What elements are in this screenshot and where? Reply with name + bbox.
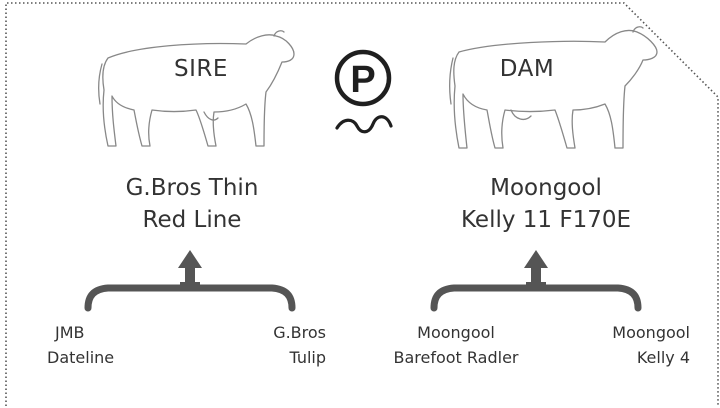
sire-cow-icon	[98, 30, 295, 147]
sire-name-line-2: Red Line	[142, 207, 242, 233]
dam-name-line-1: Moongool	[490, 175, 602, 201]
sire-name: G.Bros Thin Red Line	[92, 172, 292, 236]
svg-text:P: P	[350, 59, 375, 101]
sire-ancestor-right: G.Bros Tulip	[246, 320, 326, 370]
sire-role-label: SIRE	[174, 56, 228, 82]
dam-ancestor-right-line-2: Kelly 4	[636, 348, 690, 367]
dam-role-label: DAM	[499, 56, 555, 82]
sire-ancestor-left: JMB Dateline	[47, 320, 114, 370]
sire-name-line-1: G.Bros Thin	[125, 175, 259, 201]
dam-cow-icon	[449, 26, 658, 149]
sire-ancestor-left-line-1: JMB	[55, 323, 85, 342]
dam-brace-arrow-icon	[430, 250, 642, 312]
sire-ancestor-right-line-1: G.Bros	[273, 323, 326, 342]
dam-ancestor-left: Moongool Barefoot Radler	[386, 320, 526, 370]
sire-ancestor-right-line-2: Tulip	[289, 348, 326, 367]
dam-name-line-2: Kelly 11 F170E	[460, 207, 632, 233]
sire-brace-arrow-icon	[84, 250, 296, 312]
sire-ancestor-left-line-2: Dateline	[47, 348, 115, 367]
polled-p-icon: P	[334, 49, 393, 134]
dam-ancestor-left-line-1: Moongool	[417, 323, 495, 342]
dam-ancestor-right-line-1: Moongool	[612, 323, 690, 342]
dam-ancestor-left-line-2: Barefoot Radler	[393, 348, 519, 367]
dam-ancestor-right: Moongool Kelly 4	[586, 320, 690, 370]
dam-name: Moongool Kelly 11 F170E	[426, 172, 666, 236]
